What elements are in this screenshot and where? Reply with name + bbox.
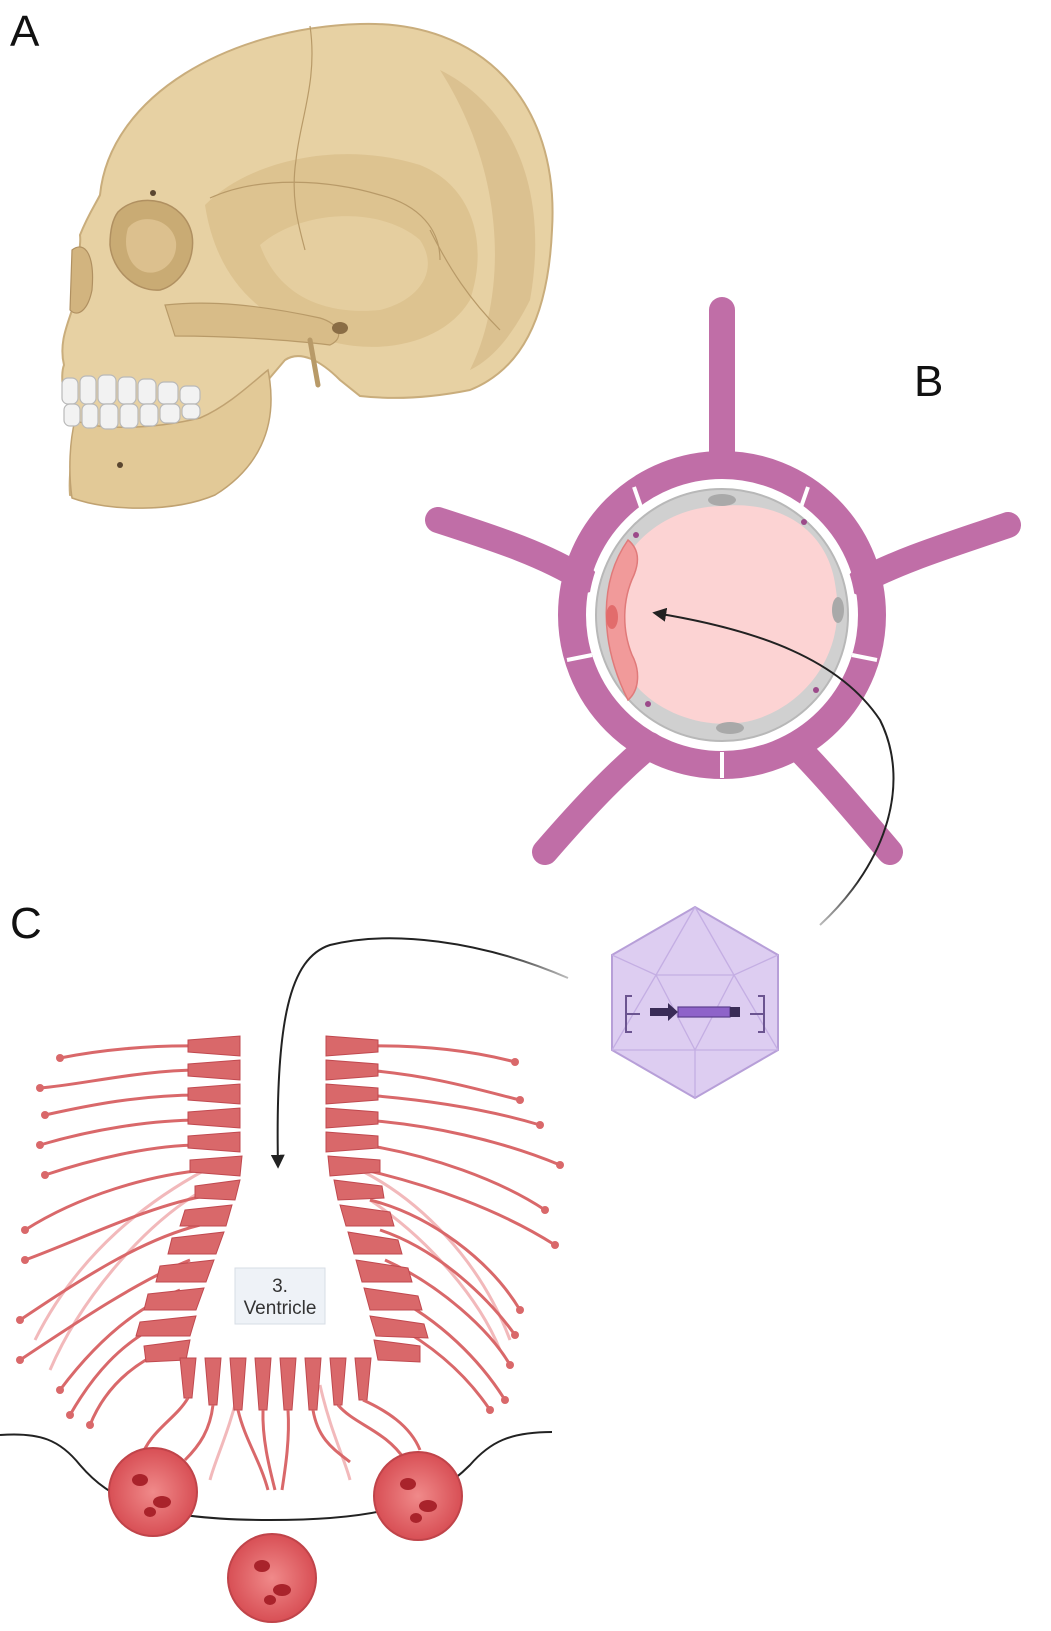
arrow-virus-to-ventricle: [278, 938, 568, 1166]
panel-letter-c: C: [10, 899, 42, 948]
aav-capsid-icon: [612, 907, 778, 1098]
ventricle-label-line2: Ventricle: [244, 1298, 317, 1319]
ventricle-icon: 3. Ventricle: [0, 1036, 564, 1622]
panel-letter-b: B: [914, 357, 943, 406]
ventricle-label-line1: 3.: [272, 1276, 288, 1297]
panel-letter-a: A: [10, 7, 40, 56]
brain-surface-line: [0, 1432, 552, 1520]
skull-icon: [62, 24, 553, 508]
